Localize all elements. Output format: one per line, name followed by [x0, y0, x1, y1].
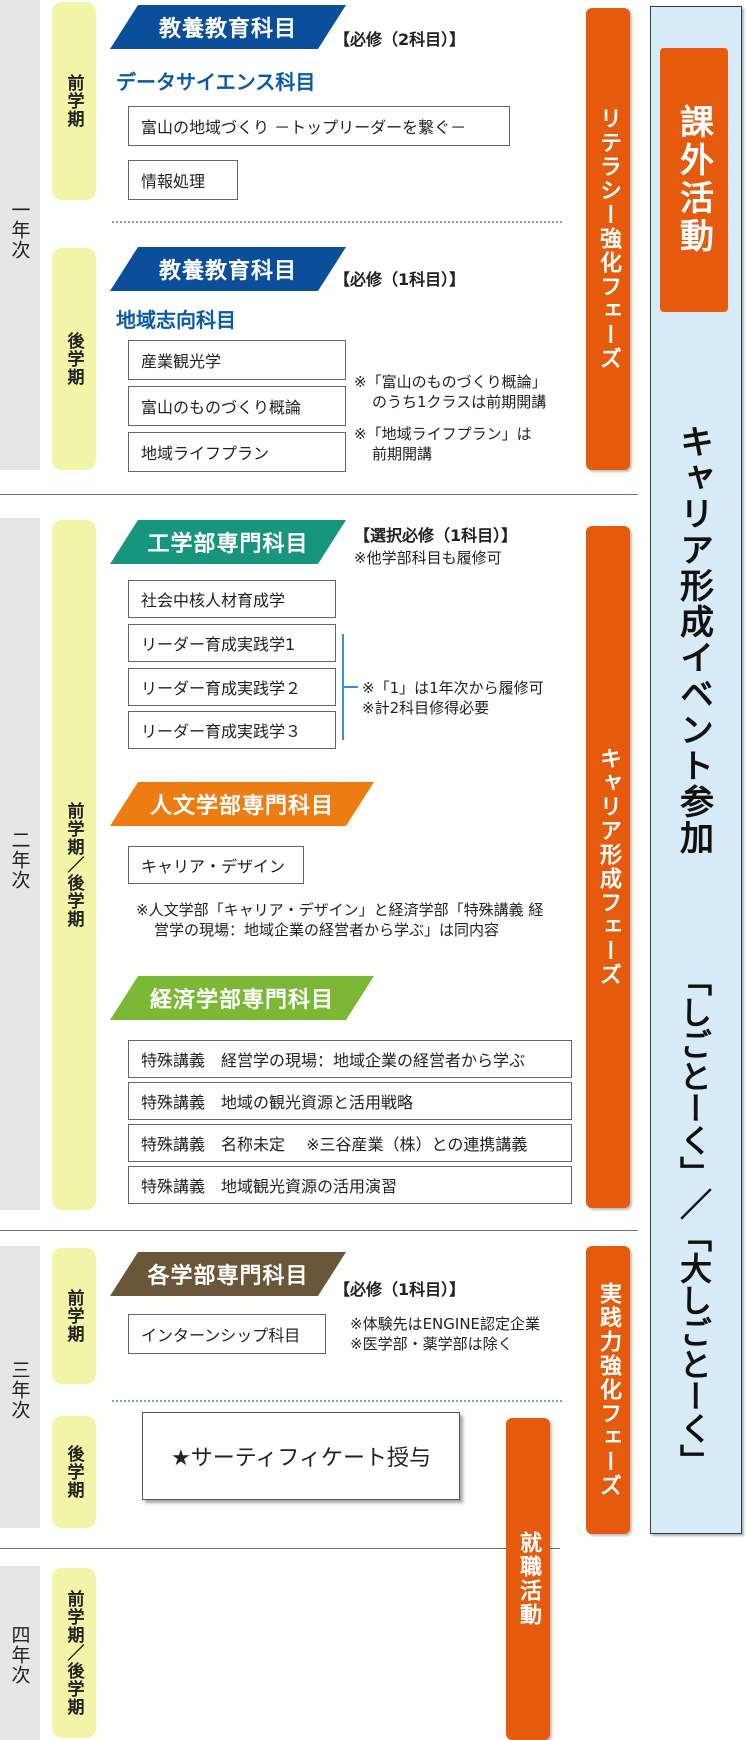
- sec2-header: 教養教育科目: [110, 247, 346, 291]
- sec2-note-4: 前期開講: [372, 445, 433, 463]
- course-joho-shori: 情報処理: [128, 160, 238, 200]
- course-shakai-chukaku: 社会中核人材育成学: [128, 580, 336, 618]
- sec6-note-1: ※体験先はENGINE認定企業: [350, 1315, 541, 1333]
- year-label-2: 二年次: [8, 830, 31, 890]
- sec4-header: 人文学部専門科目: [110, 782, 374, 826]
- course-leader-2: リーダー育成実践学２: [128, 668, 336, 706]
- phase-career: キャリア形成フェーズ: [586, 526, 630, 1208]
- shigoto-talk-label: 「しごとーく」／「大しごとーく」: [675, 964, 713, 1476]
- sec3-note-1: ※「1」は1年次から履修可: [362, 679, 544, 697]
- sec3-note-2: ※計2科目修得必要: [362, 699, 490, 717]
- course-chiiki-life-plan: 地域ライフプラン: [128, 432, 346, 472]
- kagai-katsudo-label: 課外活動: [660, 48, 728, 312]
- divider-y1-terms: [112, 221, 562, 223]
- sec3-header: 工学部専門科目: [110, 520, 346, 564]
- sec6-requirement: 【必修（1科目）】: [334, 1280, 466, 1299]
- sec3-requirement-note: ※他学部科目も履修可: [354, 549, 502, 567]
- course-career-design: キャリア・デザイン: [128, 846, 304, 884]
- term-y2-full: 前学期／後学期: [52, 520, 96, 1210]
- sec3-bracket-tick: [344, 686, 358, 688]
- sec2-note-2: のうち1クラスは前期開講: [372, 393, 547, 411]
- career-event-label: キャリア形成イベント参加: [673, 424, 714, 856]
- sec4-note-1: ※人文学部「キャリア・デザイン」と経済学部「特殊講義 経: [136, 901, 544, 919]
- course-internship: インターンシップ科目: [128, 1314, 326, 1354]
- sec5-header: 経済学部専門科目: [110, 976, 374, 1020]
- term-y1-kouki: 後学期: [52, 248, 96, 470]
- year-bar-1: [0, 0, 40, 470]
- term-y4-full: 前学期／後学期: [52, 1568, 96, 1738]
- sec6-note-2: ※医学部・薬学部は除く: [350, 1335, 513, 1353]
- course-tokushu-kanko-senryaku: 特殊講義 地域の観光資源と活用戦略: [128, 1082, 572, 1120]
- sec3-bracket: [342, 634, 344, 740]
- divider-year2-3: [0, 1230, 638, 1231]
- phase-practical: 実践力強化フェーズ: [586, 1246, 630, 1534]
- year-label-4: 四年次: [8, 1625, 31, 1685]
- sec3-requirement: 【選択必修（1科目）】: [354, 526, 518, 545]
- term-y3-zenki: 前学期: [52, 1248, 96, 1384]
- course-toyama-chiikizukuri: 富山の地域づくり －トップリーダーを繋ぐ－: [128, 106, 510, 146]
- year-bar-3: [0, 1246, 40, 1528]
- certificate-award: ★サーティフィケート授与: [142, 1412, 460, 1500]
- term-y1-zenki: 前学期: [52, 2, 96, 200]
- sec6-header: 各学部専門科目: [110, 1252, 346, 1296]
- course-leader-1: リーダー育成実践学1: [128, 624, 336, 662]
- year-label-1: 一年次: [8, 200, 31, 260]
- phase-shushoku: 就職活動: [506, 1418, 550, 1740]
- year-bar-4: [0, 1566, 40, 1740]
- year-bar-2: [0, 518, 40, 1210]
- course-tokushu-mitei: 特殊講義 名称未定 ※三谷産業（株）との連携講義: [128, 1124, 572, 1162]
- phase-literacy: リテラシー強化フェーズ: [586, 8, 630, 470]
- term-y3-kouki: 後学期: [52, 1416, 96, 1528]
- year-label-3: 三年次: [8, 1360, 31, 1420]
- course-sangyo-kanko: 産業観光学: [128, 340, 346, 380]
- divider-year1-2: [0, 494, 638, 495]
- course-tokushu-kanko-engshu: 特殊講義 地域観光資源の活用演習: [128, 1166, 572, 1204]
- course-leader-3: リーダー育成実践学３: [128, 711, 336, 749]
- sec2-sublabel: 地域志向科目: [116, 308, 236, 332]
- sec1-requirement: 【必修（2科目）】: [334, 30, 466, 49]
- sec2-note-3: ※「地域ライフプラン」は: [354, 425, 532, 443]
- sec2-requirement: 【必修（1科目）】: [334, 270, 466, 289]
- sec2-note-1: ※「富山のものづくり概論」: [354, 373, 547, 391]
- sec4-note-2: 営学の現場：地域企業の経営者から学ぶ」は同内容: [154, 921, 500, 939]
- sec1-header: 教養教育科目: [110, 5, 346, 49]
- sec1-sublabel: データサイエンス科目: [116, 70, 316, 94]
- course-tokushu-keieigaku: 特殊講義 経営学の現場：地域企業の経営者から学ぶ: [128, 1040, 572, 1078]
- course-monozukuri-gairon: 富山のものづくり概論: [128, 386, 346, 426]
- divider-year3-4: [0, 1548, 560, 1549]
- divider-y3-terms: [112, 1400, 562, 1402]
